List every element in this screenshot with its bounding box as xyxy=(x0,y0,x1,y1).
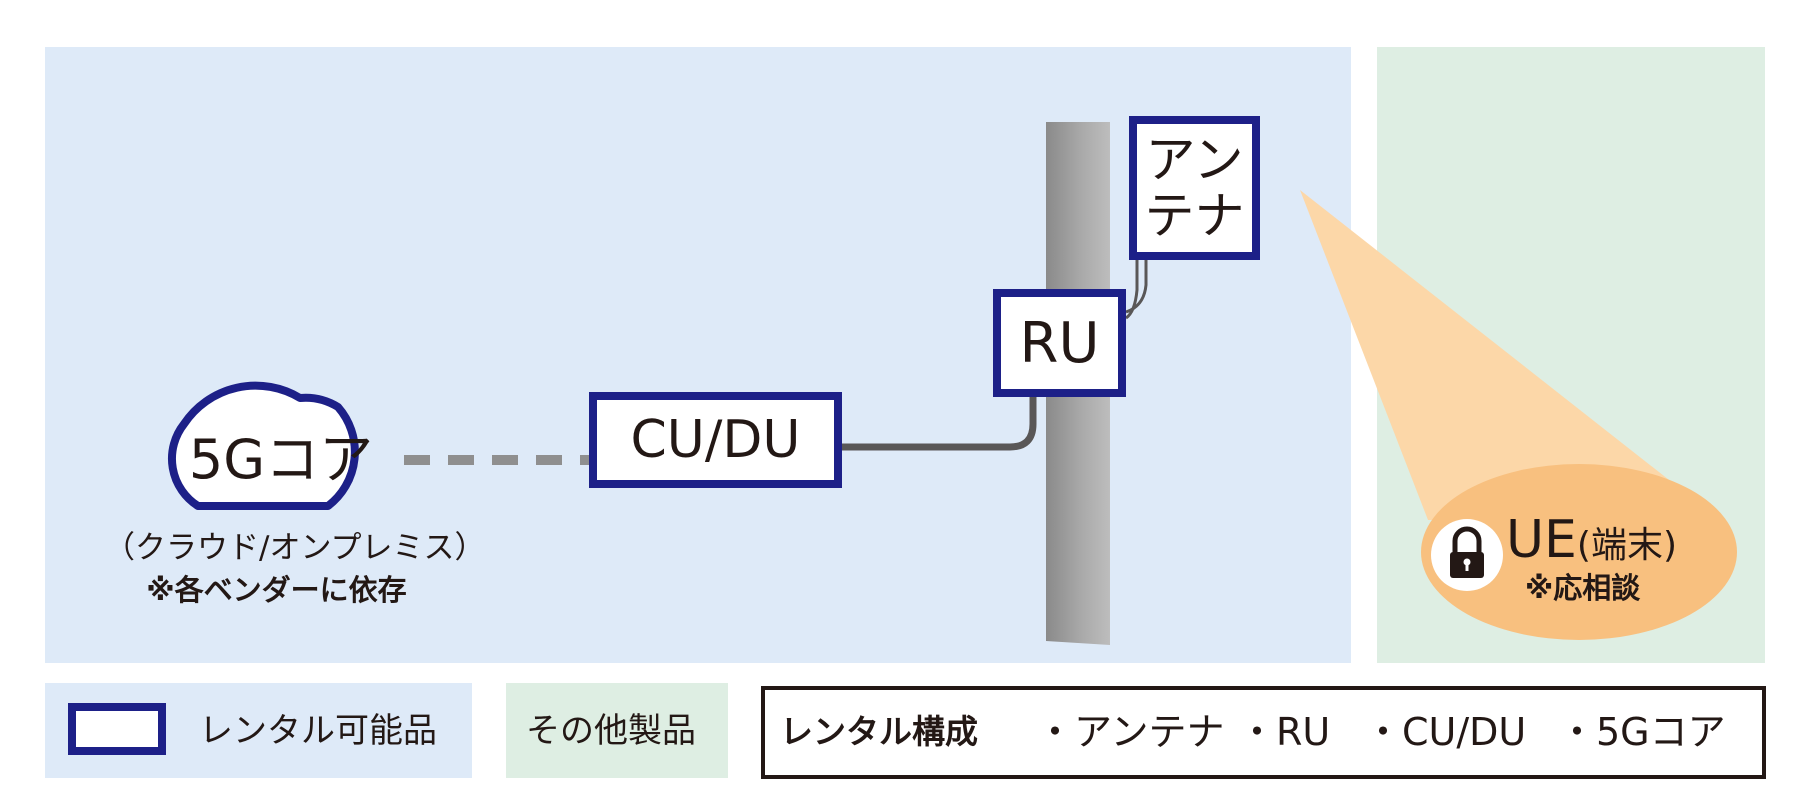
antenna-box: アン テナ xyxy=(1129,116,1260,260)
rental-config-item: ・アンテナ xyxy=(1036,710,1225,754)
rental-config-item: ・5Gコア xyxy=(1558,710,1726,754)
ru-label: RU xyxy=(1019,310,1100,376)
legend-rental-swatch xyxy=(68,703,166,755)
legend-rental-label: レンタル可能品 xyxy=(199,711,437,751)
core-deployment-note: （クラウド/オンプレミス） xyxy=(104,530,486,566)
radio-beam xyxy=(1300,190,1720,520)
legend-other-label: その他製品 xyxy=(526,711,696,751)
rental-config-item: ・CU/DU xyxy=(1364,710,1527,754)
ue-label: UE xyxy=(1506,510,1577,570)
ue-sub-label: (端末) xyxy=(1576,525,1678,566)
cloud-icon xyxy=(168,381,359,510)
ue-note: ※応相談 xyxy=(1525,571,1641,605)
cudu-label: CU/DU xyxy=(630,410,801,470)
antenna-label-line2: テナ xyxy=(1144,187,1245,245)
lock-icon xyxy=(1431,519,1503,591)
rental-config-box xyxy=(761,686,1766,779)
core-label: 5Gコア xyxy=(188,428,374,491)
ue-ellipse xyxy=(1421,464,1737,640)
cudu-box: CU/DU xyxy=(589,392,842,488)
antenna-label-line1: アン xyxy=(1145,131,1244,189)
rental-config-heading: レンタル構成 xyxy=(780,712,978,751)
core-vendor-note: ※各ベンダーに依存 xyxy=(146,573,407,607)
ru-antenna-cable-2 xyxy=(1125,260,1148,314)
cudu-ru-cable xyxy=(842,397,1037,451)
ue-title: UE(端末) xyxy=(1506,508,1677,578)
ru-antenna-cable-1 xyxy=(1125,260,1139,320)
rental-config-item: ・RU xyxy=(1238,710,1331,754)
legend-other xyxy=(506,683,728,778)
ru-box: RU xyxy=(993,289,1126,397)
